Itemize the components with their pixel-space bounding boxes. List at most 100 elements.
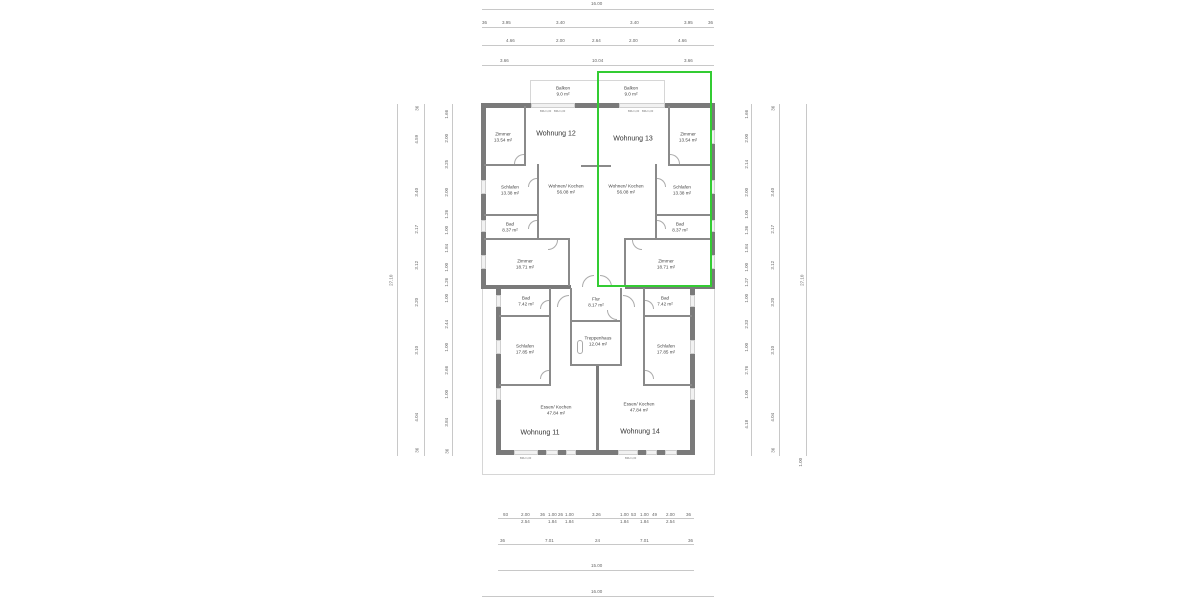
dim-line-top-row2 xyxy=(482,45,714,46)
dim-top-r2-3: 2.00 xyxy=(629,38,638,43)
dim-right-c1-6: 1.00 xyxy=(744,209,750,219)
dim-left-c3-16: 1.00 xyxy=(444,342,450,352)
dim-line-top-row1 xyxy=(482,27,714,28)
dim-right-overall: 27.10 xyxy=(799,274,805,286)
dim-bot-r1-6: 3.26 xyxy=(592,512,601,517)
unit-wohnung-11[interactable]: Wohnung 11 xyxy=(520,429,560,437)
dim-left-c2-0: 36 xyxy=(414,105,420,111)
dim-right-c1-7: 1.36 xyxy=(744,225,750,235)
dim-bot-r1-4: 26 xyxy=(558,512,564,517)
dim-right-c1-11: 1.27 xyxy=(744,277,750,287)
dim-bot-r1-1: 2.00 xyxy=(521,512,530,517)
dim-bot-r1b-5: 2.54 xyxy=(666,519,675,524)
dim-left-c3-4: 2.00 xyxy=(444,187,450,197)
dim-left-c3-21: 3.84 xyxy=(444,417,450,427)
dim-left-c2-3: 2.17 xyxy=(414,224,420,234)
dim-line-right-overall xyxy=(806,104,807,456)
dim-bot-r1b-0: 2.54 xyxy=(521,519,530,524)
dim-line-left-col3 xyxy=(452,104,453,456)
dim-bot-r1-7: 1.00 xyxy=(620,512,629,517)
dim-right-c1-3: 2.14 xyxy=(744,159,750,169)
dim-top-r1-1: 3.95 xyxy=(502,20,511,25)
dim-line-left-col2 xyxy=(424,104,425,456)
dim-left-c3-0: 1.66 xyxy=(444,109,450,119)
dim-left-c3-15: 2.44 xyxy=(444,319,450,329)
dim-bot-r2-4: 36 xyxy=(688,538,694,543)
dim-top-r1-4: 3.95 xyxy=(684,20,693,25)
dim-right-c2-5: 3.10 xyxy=(770,345,776,355)
dim-line-right-col2 xyxy=(779,104,780,456)
dim-line-right-col1 xyxy=(751,104,752,456)
dim-top-overall: 16.00 xyxy=(591,1,603,6)
dim-top-r2-1: 2.00 xyxy=(556,38,565,43)
dim-bot-r1b-3: 1.84 xyxy=(620,519,629,524)
dim-left-c3-10: 1.00 xyxy=(444,262,450,272)
dim-bot-r2-3: 7.01 xyxy=(640,538,649,543)
dim-right-c1-4: 2.00 xyxy=(744,187,750,197)
terrace-outline xyxy=(482,285,715,475)
unit-wohnung-13[interactable]: Wohnung 13 xyxy=(613,135,653,143)
dim-left-overall: 27.10 xyxy=(388,274,394,286)
dim-line-bottom-row2 xyxy=(498,544,694,545)
dim-line-top-overall xyxy=(482,9,714,10)
dim-right-c2-1: 3.40 xyxy=(770,187,776,197)
dim-right-c1-0: 1.66 xyxy=(744,109,750,119)
dim-left-c2-2: 3.40 xyxy=(414,187,420,197)
dim-left-c2-5: 2.20 xyxy=(414,297,420,307)
dim-bot-r1-11: 2.00 xyxy=(666,512,675,517)
dim-bot-r2-1: 7.01 xyxy=(545,538,554,543)
dim-top-r2-2: 2.64 xyxy=(592,38,601,43)
dim-right-c2-4: 3.20 xyxy=(770,297,776,307)
dim-top-r3-0: 3.66 xyxy=(500,58,509,63)
dim-left-c3-1: 2.00 xyxy=(444,133,450,143)
dim-bot-r1-9: 1.00 xyxy=(640,512,649,517)
dim-line-bottom-row3 xyxy=(498,570,694,571)
dim-bot-r1-0: 93 xyxy=(503,512,509,517)
dim-right-c1-14: 2.33 xyxy=(744,319,750,329)
dim-left-c3-7: 1.00 xyxy=(444,225,450,235)
dim-top-r1-0: 36 xyxy=(482,20,488,25)
dim-left-c2-7: 4.04 xyxy=(414,412,420,422)
unit-wohnung-12[interactable]: Wohnung 12 xyxy=(536,130,576,138)
stair-symbol xyxy=(577,340,583,354)
dim-top-r3-2: 3.66 xyxy=(684,58,693,63)
dim-line-bottom-overall xyxy=(482,596,714,597)
dim-right-c2-0: 36 xyxy=(770,105,776,111)
dim-top-r1-2: 3.40 xyxy=(556,20,565,25)
dim-right-c1-15: 1.00 xyxy=(744,342,750,352)
dim-bot-r1-5: 1.00 xyxy=(565,512,574,517)
dim-top-r1-5: 36 xyxy=(708,20,714,25)
dim-right-extra: 1.00 xyxy=(798,457,804,467)
dim-right-c2-7: 36 xyxy=(770,447,776,453)
dim-right-c2-2: 2.17 xyxy=(770,224,776,234)
dim-bot-r3: 15.00 xyxy=(591,563,603,568)
dim-bot-overall: 16.00 xyxy=(591,589,603,594)
dim-right-c1-18: 1.00 xyxy=(744,389,750,399)
dim-left-c3-9: 1.84 xyxy=(444,243,450,253)
unit-wohnung-14[interactable]: Wohnung 14 xyxy=(620,428,660,436)
dim-top-r3-1: 10.04 xyxy=(592,58,604,63)
dim-line-top-row3 xyxy=(482,65,714,66)
selected-unit-highlight[interactable] xyxy=(597,71,712,287)
dim-left-c2-6: 3.10 xyxy=(414,345,420,355)
dim-top-r2-4: 4.66 xyxy=(678,38,687,43)
dim-left-c3-3: 3.25 xyxy=(444,159,450,169)
dim-top-r1-3: 3.40 xyxy=(630,20,639,25)
dim-bot-r1b-2: 1.84 xyxy=(565,519,574,524)
